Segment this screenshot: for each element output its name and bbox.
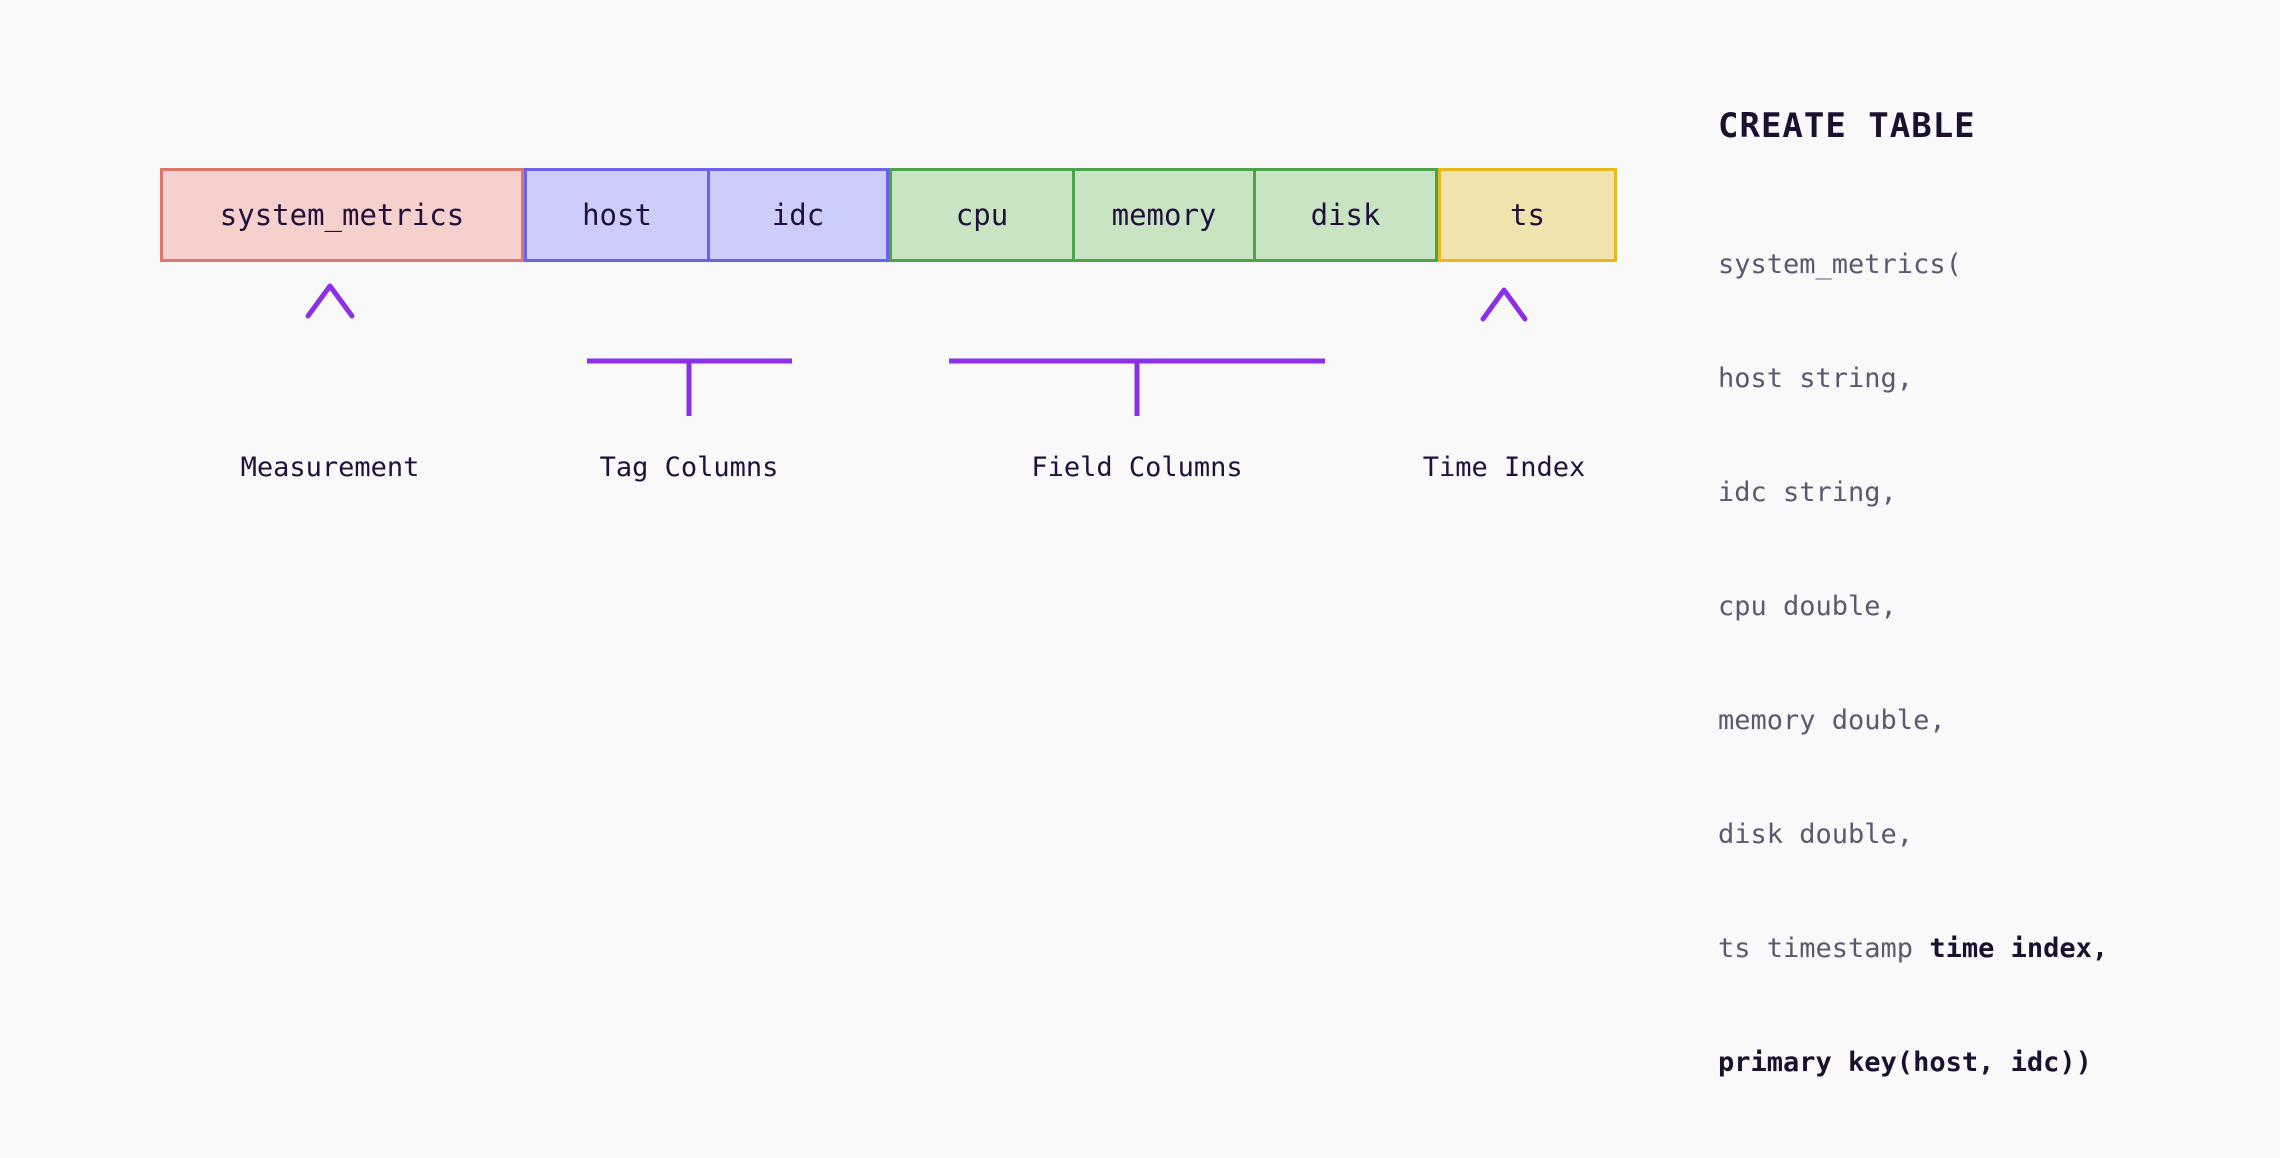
column-cell-memory[interactable]: memory: [1072, 171, 1253, 259]
sql-line-plain: host string,: [1718, 363, 1914, 394]
sql-line-plain: cpu double,: [1718, 591, 1897, 622]
sql-line-plain: disk double,: [1718, 819, 1914, 850]
group-measurement[interactable]: system_metrics: [160, 168, 524, 262]
sql-line-bold: time index,: [1929, 933, 2109, 964]
column-cell-system-metrics[interactable]: system_metrics: [219, 198, 465, 232]
sql-body: system_metrics( host string, idc string,…: [1718, 170, 2238, 1158]
caption-time-index: Time Index: [1422, 452, 1586, 483]
group-time-index[interactable]: ts: [1438, 168, 1617, 262]
column-cell-ts[interactable]: ts: [1510, 198, 1545, 232]
sql-line: cpu double,: [1718, 588, 2238, 626]
schema-strip: system_metrics host idc cpu memory disk …: [160, 168, 1617, 262]
sql-line-plain: ts timestamp: [1718, 933, 1930, 964]
sql-line-bold: primary key(host, idc)): [1718, 1047, 2092, 1078]
caption-tag-columns: Tag Columns: [599, 452, 779, 483]
sql-heading: CREATE TABLE: [1718, 106, 1976, 146]
column-cell-disk[interactable]: disk: [1253, 171, 1435, 259]
sql-line-plain: memory double,: [1718, 705, 1946, 736]
sql-line: system_metrics(: [1718, 246, 2238, 284]
table-model-diagram: system_metrics host idc cpu memory disk …: [160, 168, 1617, 483]
sql-line: memory double,: [1718, 702, 2238, 740]
group-field-columns[interactable]: cpu memory disk: [889, 168, 1438, 262]
sql-panel: CREATE TABLE system_metrics( host string…: [1718, 106, 2238, 1158]
bracket-field-columns: [948, 299, 1326, 416]
caption-field-columns: Field Columns: [1031, 452, 1243, 483]
sql-line: ts timestamp time index,: [1718, 930, 2238, 968]
arrow-time-index: [1480, 287, 1528, 412]
caption-measurement: Measurement: [240, 452, 420, 483]
sql-line: idc string,: [1718, 474, 2238, 512]
sql-line: host string,: [1718, 360, 2238, 398]
sql-line: disk double,: [1718, 816, 2238, 854]
sql-line: primary key(host, idc)): [1718, 1044, 2238, 1082]
arrow-measurement: [305, 283, 355, 392]
column-cell-cpu[interactable]: cpu: [955, 198, 1009, 232]
column-cell-idc[interactable]: idc: [707, 171, 886, 259]
sql-line-plain: idc string,: [1718, 477, 1897, 508]
sql-line-plain: system_metrics(: [1718, 249, 1962, 280]
group-tag-columns[interactable]: host idc: [524, 168, 889, 262]
column-cell-host[interactable]: host: [582, 198, 652, 232]
bracket-tag-columns: [586, 299, 793, 416]
